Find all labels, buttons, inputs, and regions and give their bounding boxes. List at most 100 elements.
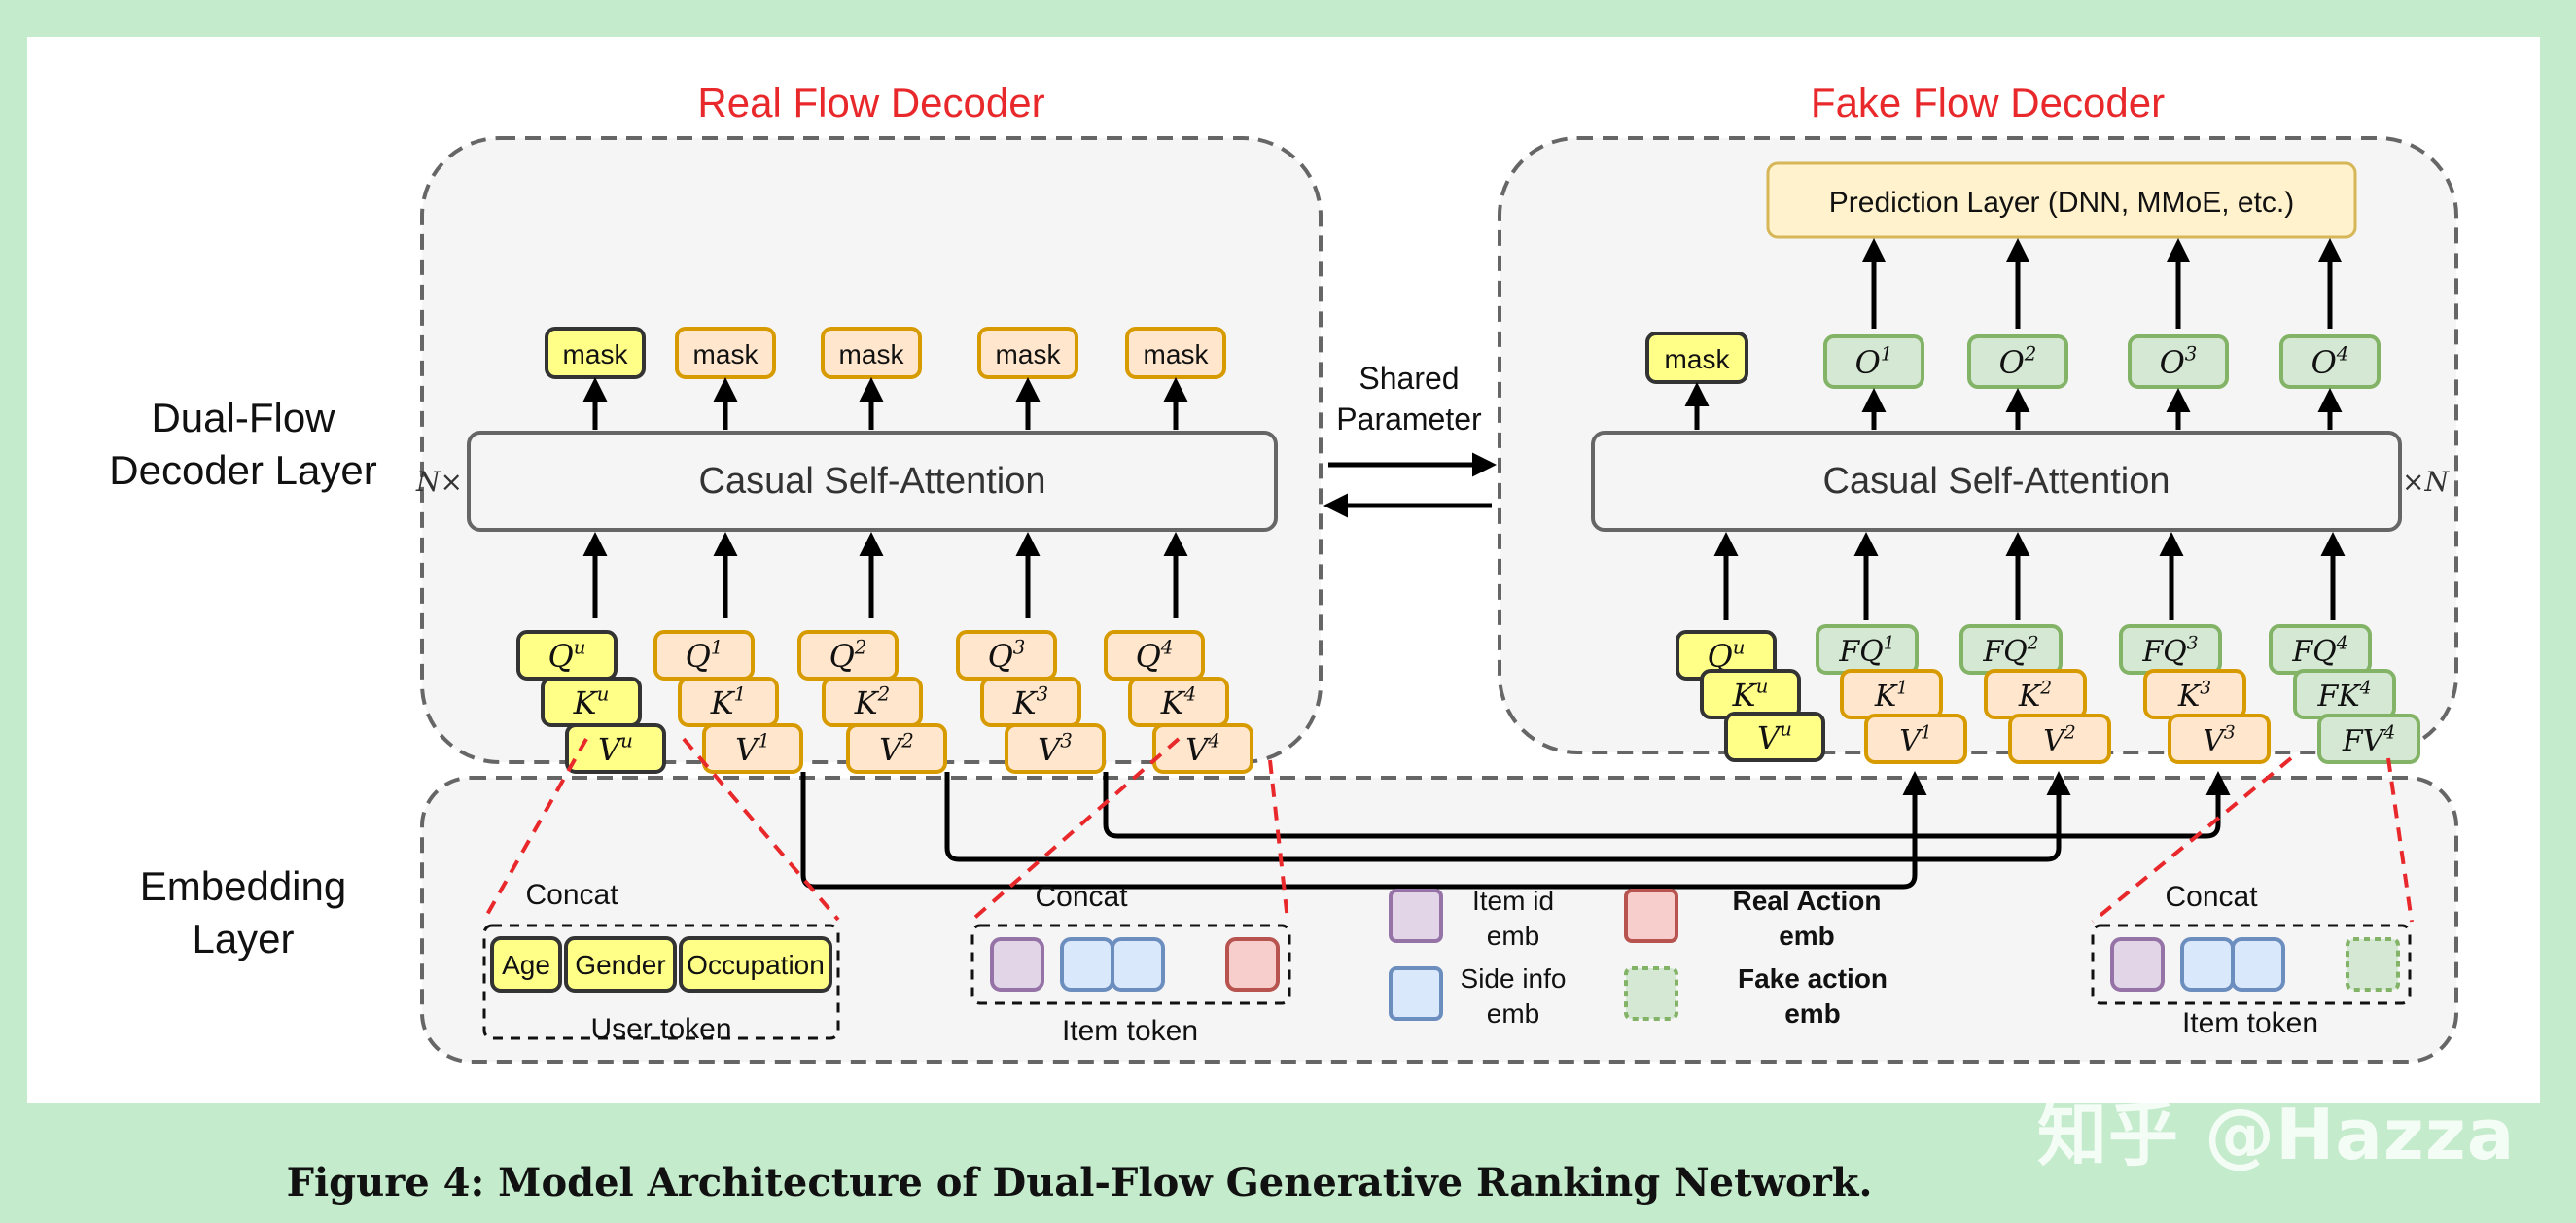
real-v-token-box	[565, 723, 666, 774]
real-attention-label: Casual Self-Attention	[699, 461, 1046, 502]
fake-v-token-label: V2	[2043, 722, 2076, 758]
fake-attention-block	[1591, 431, 2402, 532]
legend-swatch	[1624, 889, 1678, 943]
fake-output-label: O2	[1999, 343, 2037, 381]
real-v-token-label: V2	[879, 730, 914, 768]
legend-label-line1: Item id	[1472, 886, 1554, 916]
real-v-token-label: V4	[1185, 730, 1220, 768]
user-field-box	[490, 936, 562, 993]
prediction-layer-label: Prediction Layer (DNN, MMoE, etc.)	[1829, 187, 2294, 219]
legend-label-line2: emb	[1487, 921, 1539, 951]
decoder-layer-label-line2: Decoder Layer	[109, 447, 376, 493]
real-mask-label: mask	[693, 339, 759, 369]
user-field-label: Gender	[575, 950, 665, 980]
real-mask-label: mask	[839, 339, 905, 369]
fake-item-token-link	[2386, 757, 2414, 923]
real-v-token-box	[1005, 723, 1106, 774]
kv-reuse-link	[800, 771, 1927, 890]
legend-label-line1: Fake action	[1738, 963, 1888, 994]
fake-v-token-box	[2168, 714, 2271, 764]
real-k-token-label: K2	[854, 683, 891, 721]
legend-swatch	[1624, 966, 1678, 1021]
fake-mask-label: mask	[1665, 344, 1731, 374]
legend-label-line2: emb	[1784, 998, 1841, 1029]
real-mask-label: mask	[563, 339, 629, 369]
fake-q-token-label: FQ2	[1982, 633, 2038, 669]
fake-output-box	[1967, 334, 2068, 389]
fake-item-token-link	[2091, 756, 2293, 924]
real-k-token-label: Ku	[573, 683, 610, 721]
fake-v-token-label: V3	[2203, 722, 2236, 758]
legend-label-line1: Real Action	[1733, 886, 1882, 916]
side-info-emb	[1060, 937, 1114, 992]
fake-output-label: O3	[2160, 343, 2198, 381]
real-v-token-box	[702, 723, 803, 774]
real-v-token-label: V1	[735, 730, 770, 768]
fake-k-token-label: K3	[2177, 678, 2211, 714]
kv-reuse-link	[1103, 771, 2231, 839]
fake-output-label: O4	[2311, 343, 2349, 381]
item-id-emb	[990, 937, 1044, 992]
side-info-emb	[1111, 937, 1165, 992]
real-item-token-label: Item token	[1062, 1015, 1198, 1047]
figure-panel: Real Flow Decoder Fake Flow Decoder Dual…	[27, 37, 2540, 1103]
embedding-layer-label-line2: Layer	[192, 916, 294, 961]
fake-user-v-box	[1724, 712, 1825, 762]
fake-q-token-label: FQ4	[2291, 633, 2347, 669]
fake-v-token-box	[2317, 714, 2420, 764]
fake-output-label: O1	[1855, 343, 1893, 381]
architecture-diagram: Real Flow Decoder Fake Flow Decoder Dual…	[109, 80, 2458, 1064]
fake-repeat-label: ×N	[2402, 466, 2450, 498]
real-q-token-label: Q1	[686, 637, 723, 675]
fake-action-emb	[2346, 937, 2400, 992]
user-field-box	[679, 936, 832, 993]
shared-label-line1: Shared	[1359, 361, 1459, 396]
legend-swatch	[1389, 889, 1443, 943]
fake-user-q-label: Qu	[1707, 637, 1745, 675]
fake-v-token-label: V1	[1899, 722, 1932, 758]
user-token-group	[482, 924, 840, 1040]
decoder-layer-label-line1: Dual-Flow	[151, 395, 335, 440]
legend-label-line2: emb	[1487, 998, 1539, 1029]
real-mask-label: mask	[996, 339, 1062, 369]
real-mask-label: mask	[1144, 339, 1210, 369]
fake-q-token-label: FQ3	[2141, 633, 2198, 669]
real-attention-block	[467, 431, 1278, 532]
prediction-layer	[1766, 161, 2357, 239]
legend-swatch	[1389, 966, 1443, 1021]
real-v-token-box	[846, 723, 947, 774]
real-q-token-label: Q3	[988, 637, 1026, 675]
real-q-token-label: Q4	[1136, 637, 1174, 675]
fake-user-v-label: Vu	[1757, 718, 1792, 756]
real-repeat-label: N×	[415, 466, 463, 498]
side-info-emb	[2231, 937, 2285, 992]
legend-label-line1: Side info	[1461, 963, 1567, 994]
fake-user-k-label: Ku	[1732, 676, 1769, 714]
real-q-token-label: Qu	[547, 637, 585, 675]
fake-v-token-box	[1864, 714, 1967, 764]
fake-attention-label: Casual Self-Attention	[1823, 461, 2170, 502]
user-token-link	[682, 737, 840, 922]
user-token-link	[482, 738, 588, 921]
fake-k-token-label: K2	[2018, 678, 2052, 714]
real-action-emb	[1225, 937, 1280, 992]
item-token-link	[1268, 759, 1289, 921]
shared-label-line2: Parameter	[1336, 402, 1482, 437]
fake-output-box	[1823, 334, 1924, 389]
embedding-layer-label-line1: Embedding	[140, 863, 346, 909]
watermark: 知乎 @Hazza	[2037, 1094, 2516, 1175]
user-concat-label: Concat	[525, 879, 618, 911]
real-v-token-box	[1152, 723, 1253, 774]
fake-k-token-label: FK4	[2316, 678, 2371, 714]
fake-decoder-title: Fake Flow Decoder	[1811, 80, 2165, 125]
real-item-concat-label: Concat	[1035, 881, 1128, 913]
fake-output-box	[2128, 334, 2229, 389]
real-v-token-label: Vu	[598, 730, 633, 768]
real-k-token-label: K4	[1160, 683, 1197, 721]
legend-label-line2: emb	[1779, 921, 1835, 951]
fake-item-token-label: Item token	[2182, 1007, 2318, 1039]
user-field-label: Occupation	[687, 950, 825, 980]
real-decoder-title: Real Flow Decoder	[697, 80, 1044, 125]
fake-q-token-label: FQ1	[1838, 633, 1894, 669]
real-q-token-label: Q2	[829, 637, 867, 675]
